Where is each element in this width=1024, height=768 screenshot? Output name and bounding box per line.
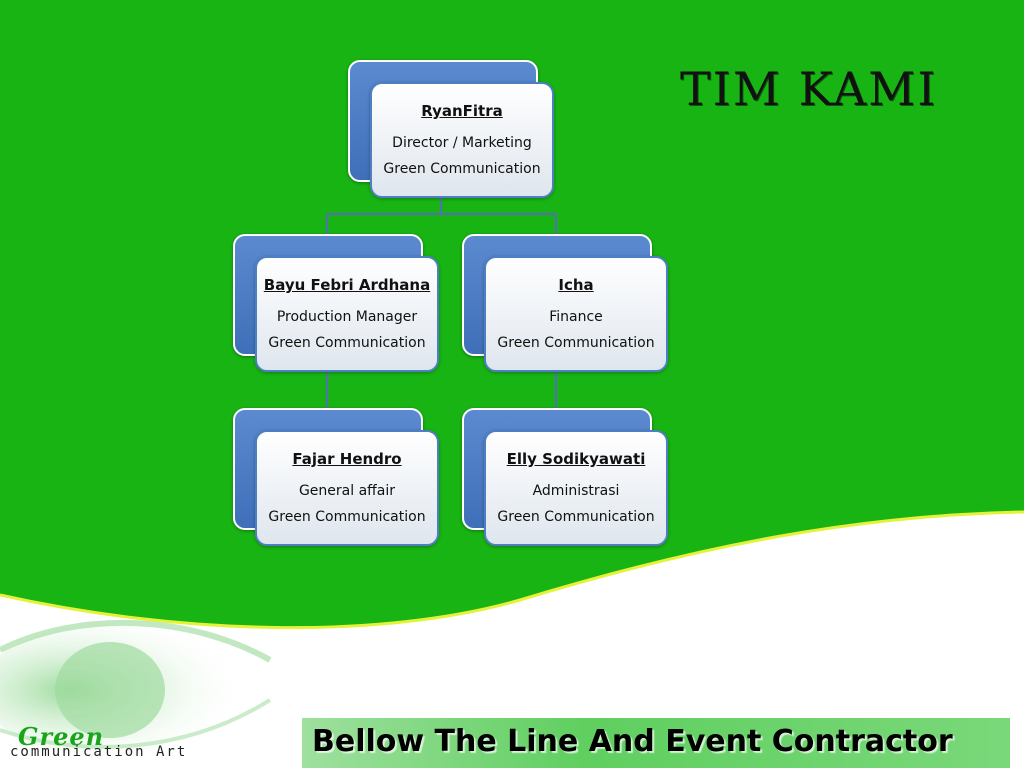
org-node-production-manager[interactable]: Bayu Febri Ardhana Production Manager Gr…: [233, 234, 443, 374]
node-org: Green Communication: [497, 509, 655, 525]
slide-title: TIM KAMI: [680, 62, 938, 116]
node-org: Green Communication: [383, 161, 541, 177]
node-org: Green Communication: [268, 335, 426, 351]
node-name: RyanFitra: [421, 102, 503, 120]
node-name: Icha: [558, 276, 594, 294]
node-name: Elly Sodikyawati: [506, 450, 646, 468]
org-node-director[interactable]: RyanFitra Director / Marketing Green Com…: [348, 60, 558, 200]
org-node-card: Fajar Hendro General affair Green Commun…: [255, 430, 439, 546]
node-role: Administrasi: [532, 483, 620, 499]
node-role: Director / Marketing: [392, 135, 532, 151]
org-node-card: Bayu Febri Ardhana Production Manager Gr…: [255, 256, 439, 372]
footer-banner: [302, 718, 1010, 768]
org-node-card: RyanFitra Director / Marketing Green Com…: [370, 82, 554, 198]
node-org: Green Communication: [268, 509, 426, 525]
node-role: Production Manager: [276, 309, 418, 325]
node-name: Bayu Febri Ardhana: [263, 276, 431, 294]
node-role: General affair: [298, 483, 396, 499]
logo-wordmark: Green: [18, 722, 105, 751]
org-connector-lines: [325, 198, 558, 408]
node-org: Green Communication: [497, 335, 655, 351]
yellow-wave-edge: [0, 510, 1024, 630]
org-node-administrasi[interactable]: Elly Sodikyawati Administrasi Green Comm…: [462, 408, 672, 548]
footer-banner-text: Bellow The Line And Event Contractor: [312, 724, 953, 759]
node-name: Fajar Hendro: [292, 450, 402, 468]
org-node-card: Elly Sodikyawati Administrasi Green Comm…: [484, 430, 668, 546]
logo-subtitle: communication Art: [10, 744, 188, 760]
org-node-finance[interactable]: Icha Finance Green Communication: [462, 234, 672, 374]
org-node-general-affair[interactable]: Fajar Hendro General affair Green Commun…: [233, 408, 443, 548]
eye-graphic: [0, 619, 280, 760]
node-role: Finance: [549, 309, 603, 325]
org-node-card: Icha Finance Green Communication: [484, 256, 668, 372]
